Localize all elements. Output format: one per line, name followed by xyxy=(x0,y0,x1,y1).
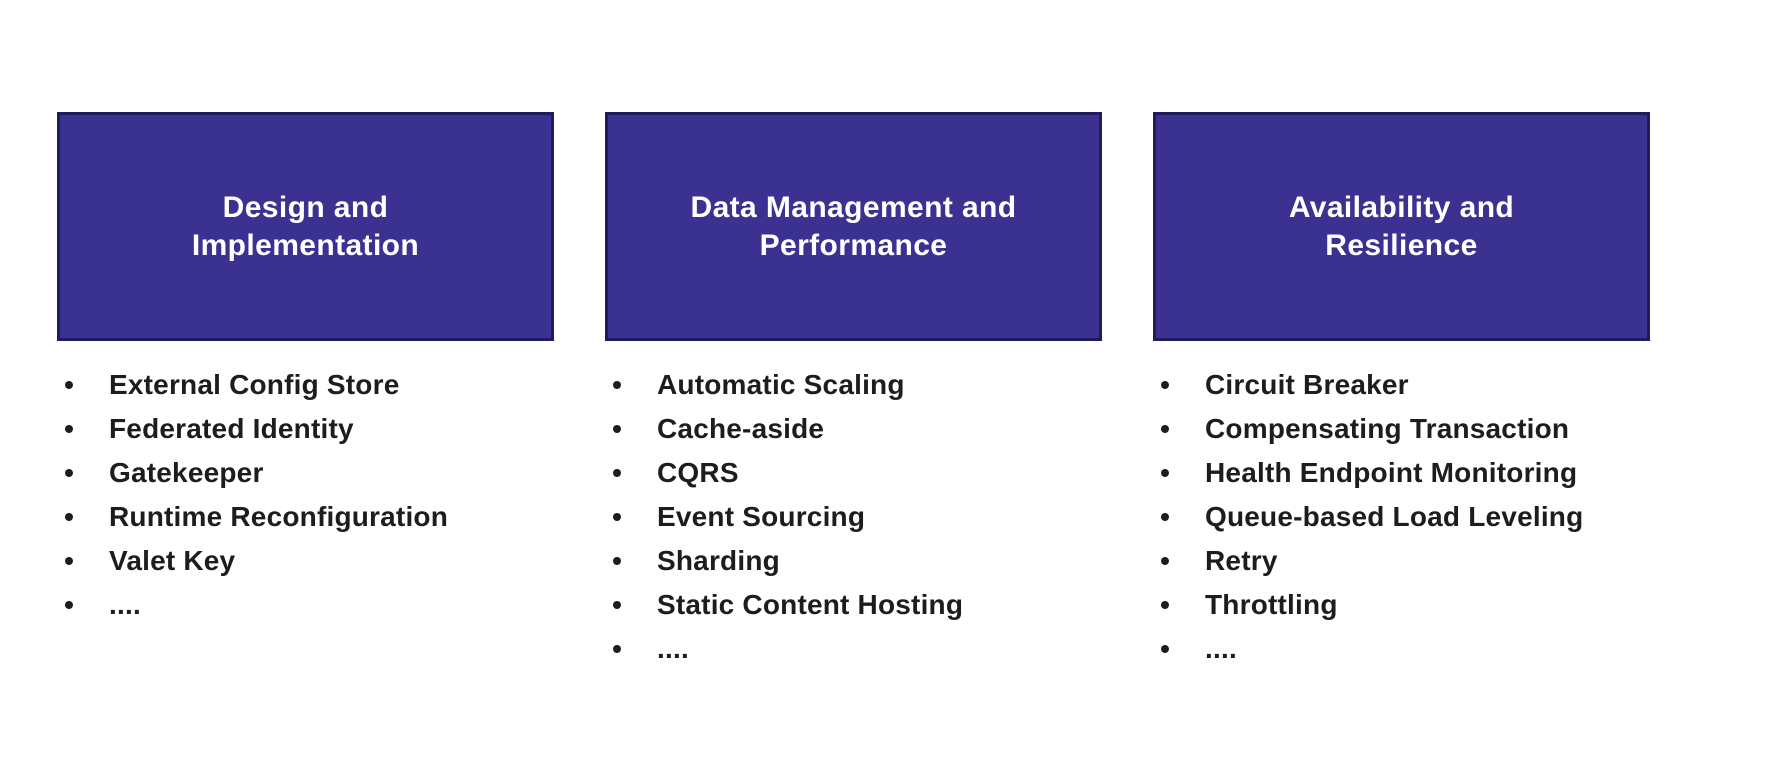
pattern-name: Runtime Reconfiguration xyxy=(109,501,449,532)
category-column-data-management-performance: Data Management and Performance Automati… xyxy=(605,112,1102,760)
bullet-icon xyxy=(65,513,73,521)
category-title-line: Data Management and xyxy=(690,190,1017,224)
category-title: Availability and Resilience xyxy=(1289,189,1514,265)
pattern-list-item: .... xyxy=(57,583,554,627)
category-header-design-implementation: Design and Implementation xyxy=(57,112,554,341)
pattern-name: Throttling xyxy=(1205,589,1338,620)
bullet-icon xyxy=(1161,513,1169,521)
bullet-icon xyxy=(613,601,621,609)
bullet-icon xyxy=(1161,381,1169,389)
pattern-name: Federated Identity xyxy=(109,413,354,444)
pattern-list-item: Throttling xyxy=(1153,583,1650,627)
category-title-line: Performance xyxy=(759,228,948,262)
category-title: Data Management and Performance xyxy=(691,189,1017,265)
bullet-icon xyxy=(613,425,621,433)
pattern-name: Valet Key xyxy=(109,545,236,576)
pattern-name: .... xyxy=(657,633,689,664)
pattern-list-item: Event Sourcing xyxy=(605,495,1102,539)
pattern-name: Cache-aside xyxy=(657,413,825,444)
category-header-availability-resilience: Availability and Resilience xyxy=(1153,112,1650,341)
pattern-name: .... xyxy=(1205,633,1237,664)
bullet-icon xyxy=(1161,557,1169,565)
pattern-list-item: Compensating Transaction xyxy=(1153,407,1650,451)
category-title-line: Implementation xyxy=(191,228,420,262)
pattern-list-item: Runtime Reconfiguration xyxy=(57,495,554,539)
pattern-list-item: Static Content Hosting xyxy=(605,583,1102,627)
pattern-list-item: Gatekeeper xyxy=(57,451,554,495)
pattern-name: Queue-based Load Leveling xyxy=(1205,501,1584,532)
pattern-list-item: Queue-based Load Leveling xyxy=(1153,495,1650,539)
pattern-list-item: External Config Store xyxy=(57,363,554,407)
pattern-list-item: Automatic Scaling xyxy=(605,363,1102,407)
bullet-icon xyxy=(1161,425,1169,433)
bullet-icon xyxy=(1161,469,1169,477)
pattern-name: Automatic Scaling xyxy=(657,369,905,400)
bullet-icon xyxy=(613,557,621,565)
category-title: Design and Implementation xyxy=(192,189,419,265)
bullet-icon xyxy=(65,381,73,389)
bullet-icon xyxy=(613,645,621,653)
bullet-icon xyxy=(1161,601,1169,609)
pattern-name: Retry xyxy=(1205,545,1278,576)
pattern-list-item: Health Endpoint Monitoring xyxy=(1153,451,1650,495)
pattern-list-item: Cache-aside xyxy=(605,407,1102,451)
bullet-icon xyxy=(613,381,621,389)
bullet-icon xyxy=(613,469,621,477)
pattern-list-item: Valet Key xyxy=(57,539,554,583)
pattern-name: Event Sourcing xyxy=(657,501,866,532)
pattern-list-item: Retry xyxy=(1153,539,1650,583)
pattern-list-item: Sharding xyxy=(605,539,1102,583)
pattern-list-item: .... xyxy=(605,627,1102,671)
pattern-list-item: .... xyxy=(1153,627,1650,671)
bullet-icon xyxy=(65,469,73,477)
pattern-name: Compensating Transaction xyxy=(1205,413,1570,444)
pattern-name: CQRS xyxy=(657,457,739,488)
category-column-design-implementation: Design and Implementation External Confi… xyxy=(57,112,554,760)
pattern-list-item: CQRS xyxy=(605,451,1102,495)
category-title-line: Design and xyxy=(222,190,389,224)
bullet-icon xyxy=(1161,645,1169,653)
pattern-name: External Config Store xyxy=(109,369,400,400)
pattern-name: Static Content Hosting xyxy=(657,589,964,620)
bullet-icon xyxy=(613,513,621,521)
bullet-icon xyxy=(65,601,73,609)
pattern-name: Health Endpoint Monitoring xyxy=(1205,457,1578,488)
pattern-name: Gatekeeper xyxy=(109,457,264,488)
pattern-name: .... xyxy=(109,589,141,620)
pattern-list-item: Federated Identity xyxy=(57,407,554,451)
category-column-availability-resilience: Availability and Resilience Circuit Brea… xyxy=(1153,112,1650,760)
category-title-line: Availability and xyxy=(1288,190,1515,224)
pattern-name: Sharding xyxy=(657,545,780,576)
pattern-name: Circuit Breaker xyxy=(1205,369,1409,400)
category-title-line: Resilience xyxy=(1325,228,1478,262)
bullet-icon xyxy=(65,557,73,565)
pattern-list-item: Circuit Breaker xyxy=(1153,363,1650,407)
category-header-data-management-performance: Data Management and Performance xyxy=(605,112,1102,341)
bullet-icon xyxy=(65,425,73,433)
